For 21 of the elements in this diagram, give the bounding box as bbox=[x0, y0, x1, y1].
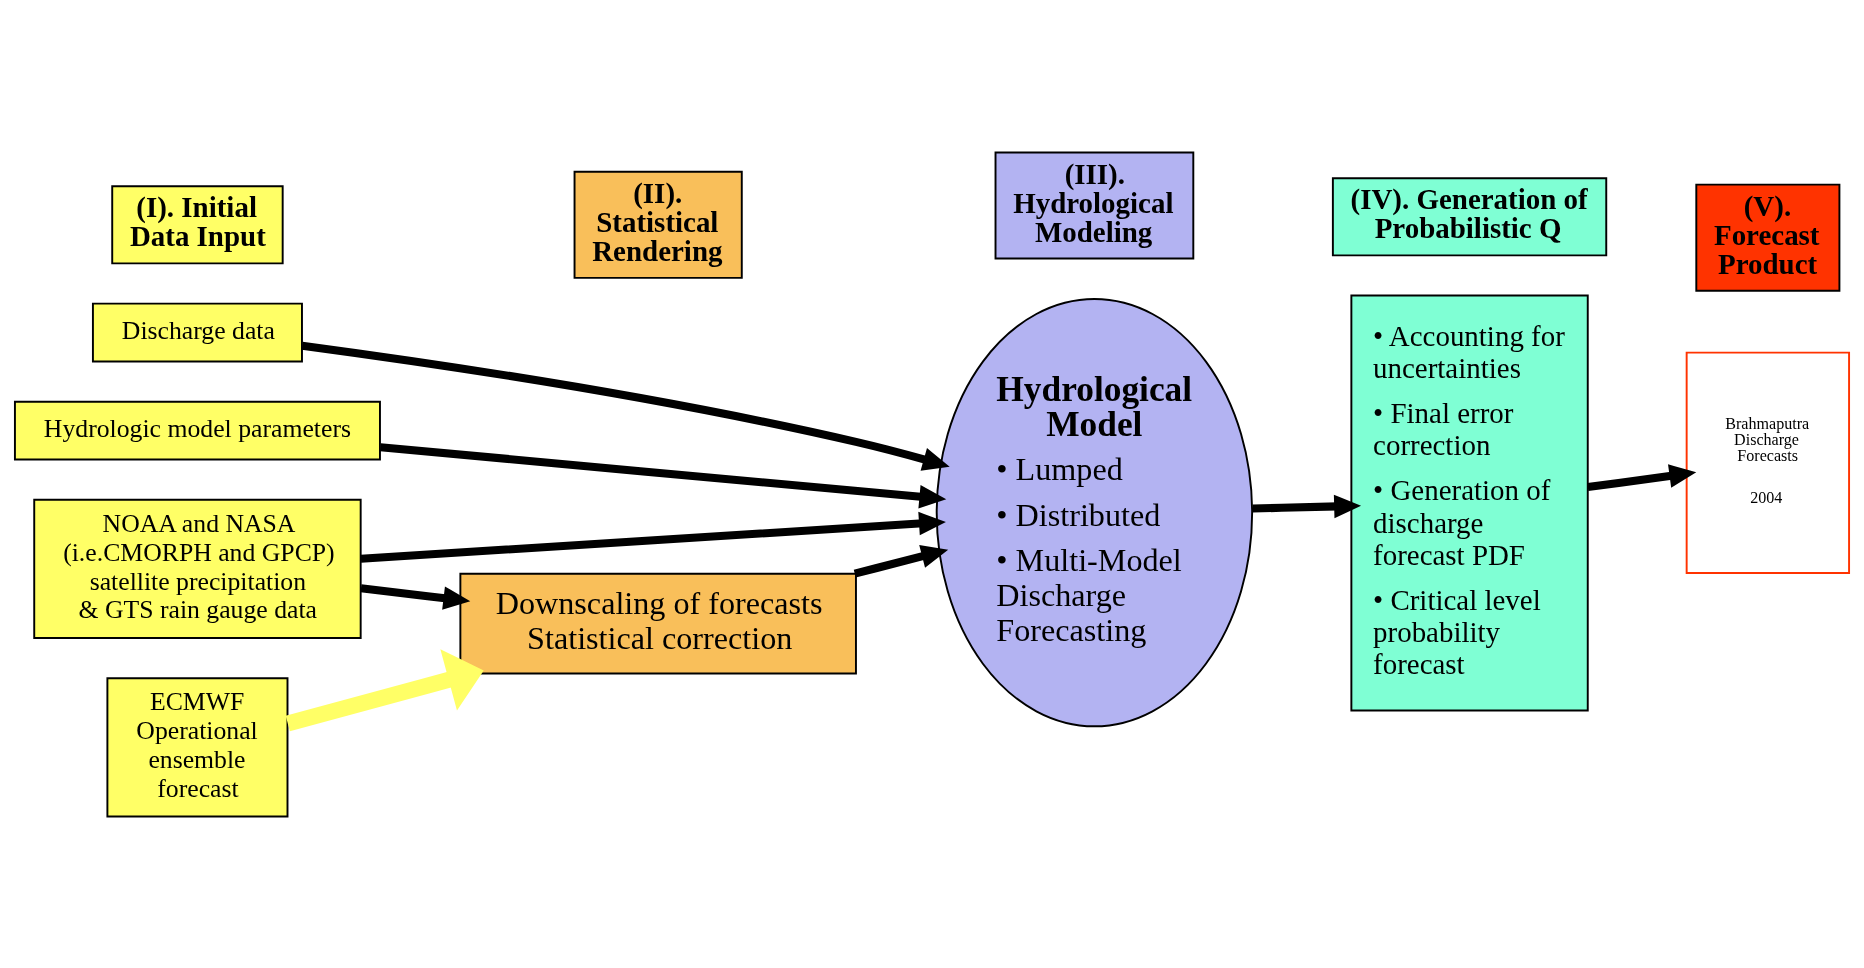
arrow bbox=[853, 544, 949, 578]
node-box: (I). Initial Data Input bbox=[111, 184, 284, 264]
node-box: (V). Forecast Product bbox=[1695, 183, 1841, 292]
node-box: (IV). Generation of Probabilistic Q bbox=[1331, 176, 1608, 256]
node-box: Brahmaputra Discharge Forecasts 2004 bbox=[1685, 351, 1851, 574]
arrow bbox=[360, 511, 946, 563]
node-box: NOAA and NASA (i.e.CMORPH and GPCP) satellite precipitation & GTS rain gauge data bbox=[33, 498, 362, 639]
node-box: Discharge data bbox=[91, 302, 303, 362]
node-ellipse: Hydrological Model • Lumped • Distributed • Multi-Model Discharge Forecasting bbox=[935, 297, 1254, 727]
arrow bbox=[380, 442, 947, 508]
node-box: • Accounting for uncertainties • Final error correction • Generation of discharge forecast PDF • Critical level probability forecast bbox=[1350, 294, 1589, 711]
node-box: (II). Statistical Rendering bbox=[573, 170, 743, 279]
arrow bbox=[1587, 463, 1697, 491]
node-box: Downscaling of forecasts Statistical correction bbox=[459, 572, 857, 674]
arrow bbox=[301, 341, 950, 471]
node-box: ECMWF Operational ensemble forecast bbox=[106, 676, 289, 818]
arrow bbox=[285, 648, 484, 731]
arrow bbox=[1252, 494, 1362, 518]
arrow bbox=[360, 583, 471, 610]
node-box: Hydrologic model parameters bbox=[13, 400, 381, 461]
node-box: (III). Hydrological Modeling bbox=[994, 150, 1195, 260]
